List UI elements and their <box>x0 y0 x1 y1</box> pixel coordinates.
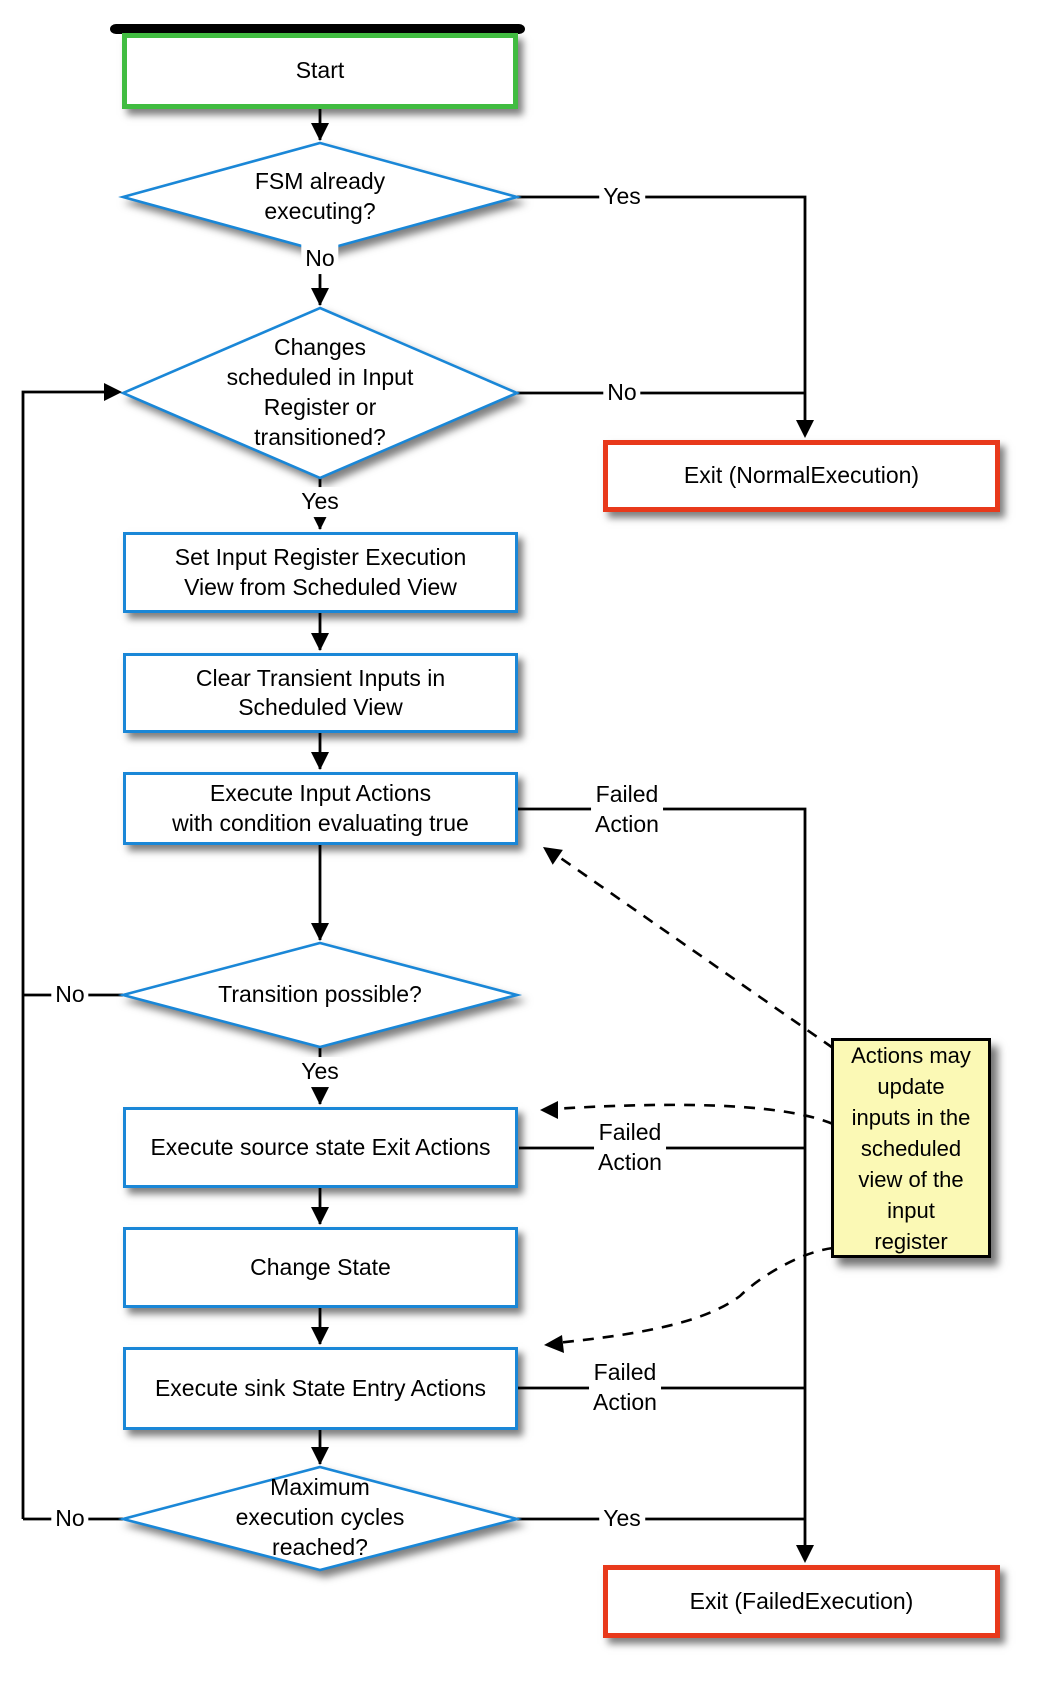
decision-transition-possible-label: Transition possible? <box>218 981 422 1008</box>
set-input-register-node: Set Input Register Execution View from S… <box>123 532 518 613</box>
dashed-note-connectors <box>551 850 834 1345</box>
top-shadow-bar <box>110 24 525 34</box>
edge-label-yes-transition: Yes <box>297 1057 343 1087</box>
execute-sink-entry-actions-node: Execute sink State Entry Actions <box>123 1347 518 1430</box>
edge-label-no-fsm: No <box>301 244 339 274</box>
edge-label-yes-fsm: Yes <box>599 182 645 212</box>
edge-label-no-max: No <box>51 1504 89 1534</box>
edge-label-no-transition: No <box>51 980 89 1010</box>
exit-failed-execution-node: Exit (FailedExecution) <box>603 1565 1000 1638</box>
edge-label-failed-entry: Failed Action <box>589 1358 661 1418</box>
execute-source-exit-actions-node: Execute source state Exit Actions <box>123 1107 518 1188</box>
clear-transient-inputs-node: Clear Transient Inputs in Scheduled View <box>123 653 518 733</box>
diamond-max-cycles <box>117 1465 523 1572</box>
decision-diamonds <box>117 141 523 1572</box>
decision-fsm-executing-label: FSM already executing? <box>254 168 386 224</box>
change-state-node: Change State <box>123 1227 518 1308</box>
edge-label-failed-input: Failed Action <box>591 780 663 840</box>
start-node: Start <box>122 33 518 109</box>
edge-label-yes-max: Yes <box>599 1504 645 1534</box>
actions-note: Actions may update inputs in the schedul… <box>831 1038 991 1258</box>
edge-label-no-changes: No <box>603 378 641 408</box>
arrowheads <box>104 123 814 1563</box>
edge-label-yes-changes: Yes <box>297 487 343 517</box>
diamond-transition-possible <box>117 941 523 1049</box>
edge-label-failed-exit: Failed Action <box>594 1118 666 1178</box>
diamond-changes-scheduled <box>119 306 521 480</box>
decision-changes-scheduled-label: Changes scheduled in Input Register or t… <box>226 334 414 450</box>
execute-input-actions-node: Execute Input Actions with condition eva… <box>123 772 518 845</box>
decision-max-cycles-label: Maximum execution cycles reached? <box>235 1474 405 1560</box>
exit-normal-execution-node: Exit (NormalExecution) <box>603 440 1000 512</box>
